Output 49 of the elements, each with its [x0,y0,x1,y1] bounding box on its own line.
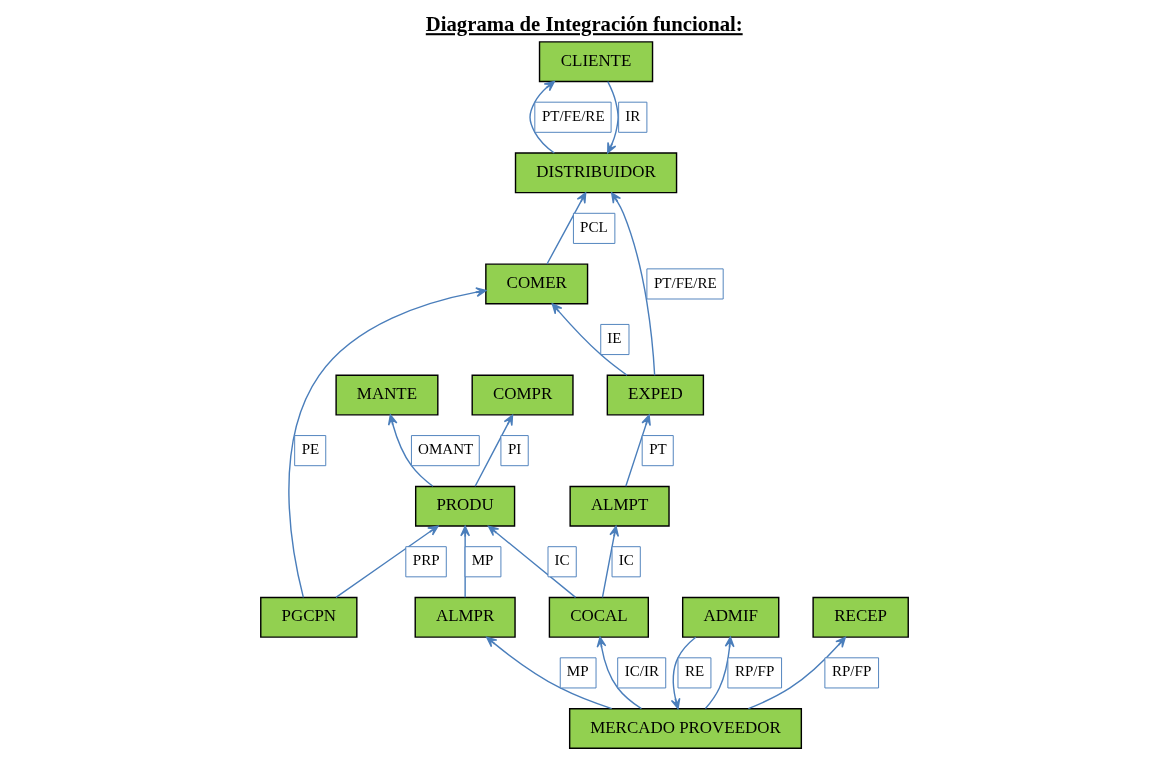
arrow [610,192,655,376]
arrow [747,636,846,710]
arrow [596,636,642,710]
arrow [704,636,735,710]
edge-label: IC [618,552,634,569]
edge-label: MP [566,663,589,680]
edge-label: RE [684,663,704,680]
edge-label: PRP [412,552,440,569]
edge-label: PI [507,441,521,458]
node-box: CLIENTE [538,41,653,83]
edge-label: OMANT [417,441,473,458]
arrow [485,636,612,710]
node-box: COMER [484,263,588,305]
edge-label: IC/IR [624,663,659,680]
node-box: PGCPN [259,596,358,638]
node-box: ADMIF [681,596,779,638]
arrow [528,80,555,154]
node-box: COMPR [471,374,574,416]
edge-label: PT/FE/RE [541,107,605,124]
edge-label: RP/FP [831,663,871,680]
node-box: ALMPT [568,485,670,527]
arrow [624,414,651,487]
edge-label: IC [554,552,570,569]
edge-label: RP/FP [734,663,774,680]
edge-label: PT/FE/RE [653,274,717,291]
edge-label: PCL [579,218,608,235]
arrow [606,80,619,154]
edge-label: PT [648,441,667,458]
edge-label: IR [624,107,640,124]
node-box: ALMPR [414,596,516,638]
arrow [334,525,439,599]
arrow [601,525,619,599]
edge-label: MP [471,552,493,569]
arrow [287,287,487,599]
edge-label: PE [301,441,319,458]
arrow [387,414,434,487]
node-box: MANTE [334,374,439,416]
node-box: MERCADO PROVEEDOR [568,707,802,749]
node-box: COCAL [548,596,649,638]
arrow [473,414,513,487]
edge-label: IE [606,330,622,347]
node-box: EXPED [606,374,704,416]
node-box: DISTRIBUIDOR [514,152,677,194]
arrow [459,525,470,599]
node-box: PRODU [414,485,515,527]
arrow [670,636,696,710]
node-box: RECEP [811,596,909,638]
diagram-title: Diagrama de Integración funcional: [425,13,743,36]
arrow [545,192,586,265]
